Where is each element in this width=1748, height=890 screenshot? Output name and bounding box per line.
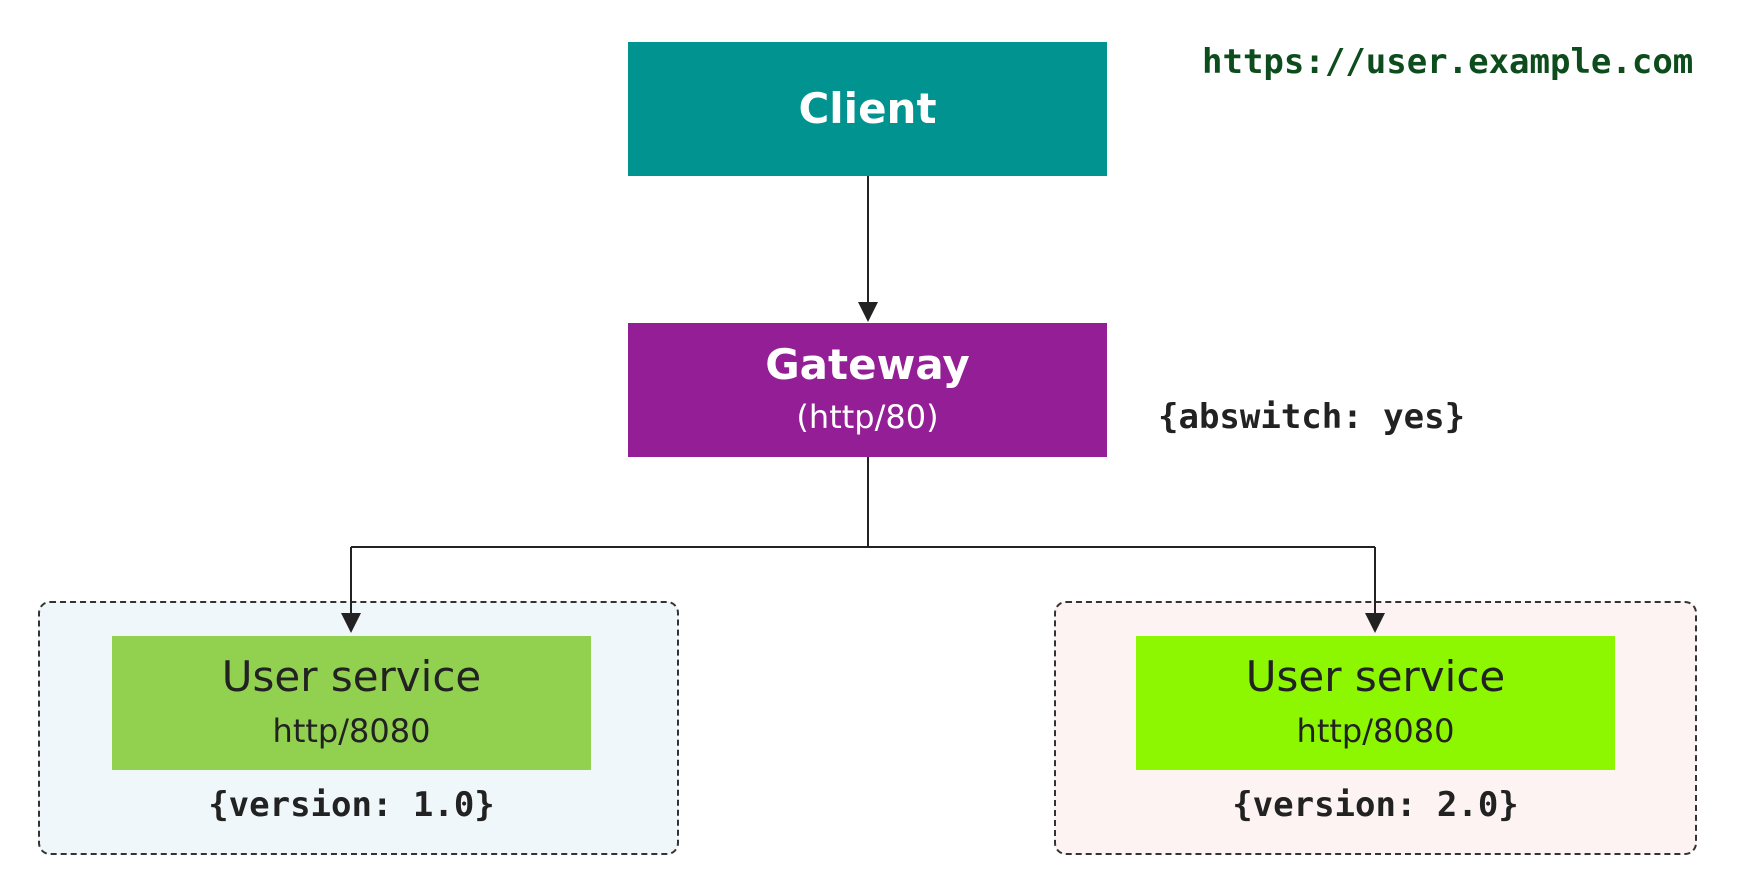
service-v2-arrowhead xyxy=(1365,613,1385,633)
client-title: Client xyxy=(798,83,937,133)
gateway-subtitle: (http/80) xyxy=(796,398,939,437)
client-node: Client xyxy=(628,42,1107,176)
service-v1-subtitle: http/8080 xyxy=(272,712,431,751)
service-v1-node: User service http/8080 xyxy=(112,636,591,770)
abswitch-annotation: {abswitch: yes} xyxy=(1158,397,1466,437)
service-v2-subtitle: http/8080 xyxy=(1296,712,1455,751)
gateway-arrowhead xyxy=(858,302,878,322)
service-v2-title: User service xyxy=(1245,652,1506,702)
service-v1-title: User service xyxy=(221,652,482,702)
service-v2-node: User service http/8080 xyxy=(1136,636,1615,770)
service-v1-arrowhead xyxy=(341,613,361,633)
service-v2-version-tag: {version: 2.0} xyxy=(1232,785,1519,825)
service-v1-version-tag: {version: 1.0} xyxy=(208,785,495,825)
gateway-node: Gateway (http/80) xyxy=(628,323,1107,457)
url-label: https://user.example.com xyxy=(1202,42,1694,82)
gateway-title: Gateway xyxy=(765,340,970,390)
